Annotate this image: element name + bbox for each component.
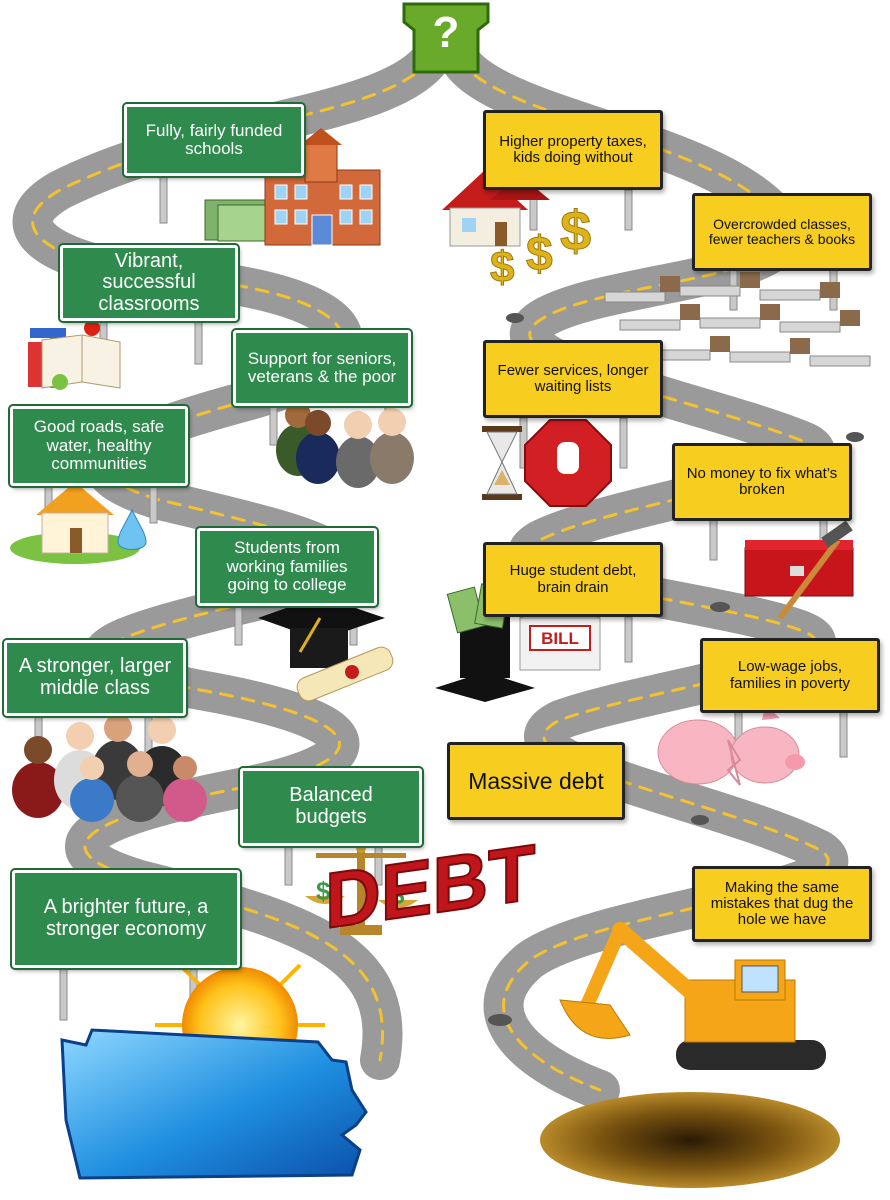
sign-no-money: No money to fix what’s broken bbox=[672, 443, 852, 521]
crowd-icon bbox=[12, 714, 207, 822]
school-building-and-money-icon bbox=[204, 128, 381, 246]
svg-text:$: $ bbox=[526, 228, 553, 281]
sign-funded-schools: Fully, fairly funded schools bbox=[124, 104, 304, 176]
sign-fewer-services: Fewer services, longer waiting lists bbox=[483, 340, 663, 418]
svg-text:$: $ bbox=[560, 199, 591, 262]
excavator-and-hole-icon bbox=[540, 922, 840, 1188]
sign-student-debt: Huge student debt, brain drain bbox=[483, 542, 663, 617]
sign-support-seniors: Support for seniors, veterans & the poor bbox=[233, 330, 411, 406]
house-and-water-drop-icon bbox=[10, 482, 147, 564]
svg-text:$: $ bbox=[490, 243, 514, 292]
sign-balanced-budgets: Balanced budgets bbox=[240, 768, 422, 846]
balance-scale-icon: $ $ bbox=[305, 843, 418, 935]
house-and-dollar-signs-icon: $ $ $ bbox=[442, 170, 592, 293]
svg-text:$: $ bbox=[390, 880, 405, 910]
broken-piggy-bank-icon bbox=[657, 705, 805, 786]
empty-desks-icon bbox=[604, 272, 871, 367]
sun-over-pennsylvania-icon bbox=[60, 940, 368, 1180]
top-question-mark: ? bbox=[432, 8, 460, 57]
sign-brighter-future: A brighter future, a stronger economy bbox=[12, 870, 240, 968]
sign-vibrant-classrooms: Vibrant, successful classrooms bbox=[60, 245, 238, 321]
books-and-apple-icon bbox=[28, 320, 121, 390]
svg-text:$: $ bbox=[316, 876, 331, 906]
sign-same-mistakes: Making the same mistakes that dug the ho… bbox=[692, 866, 872, 942]
graduation-cap-and-diploma-icon bbox=[258, 596, 394, 702]
sign-low-wage-jobs: Low-wage jobs, families in poverty bbox=[700, 638, 880, 713]
people-group-icon bbox=[276, 402, 414, 488]
bill-label: BILL bbox=[541, 629, 579, 648]
keystone-sign-icon bbox=[402, 2, 490, 74]
hourglass-and-stop-sign-icon bbox=[482, 419, 612, 507]
sign-students-college: Students from working families going to … bbox=[197, 528, 377, 606]
sign-property-taxes: Higher property taxes, kids doing withou… bbox=[483, 110, 663, 190]
sign-massive-debt: Massive debt bbox=[447, 742, 625, 820]
toolbox-and-hammer-icon bbox=[744, 520, 854, 620]
sign-good-roads: Good roads, safe water, healthy communit… bbox=[10, 406, 188, 486]
sign-middle-class: A stronger, larger middle class bbox=[4, 640, 186, 716]
sign-overcrowded-classes: Overcrowded classes, fewer teachers & bo… bbox=[692, 193, 872, 271]
